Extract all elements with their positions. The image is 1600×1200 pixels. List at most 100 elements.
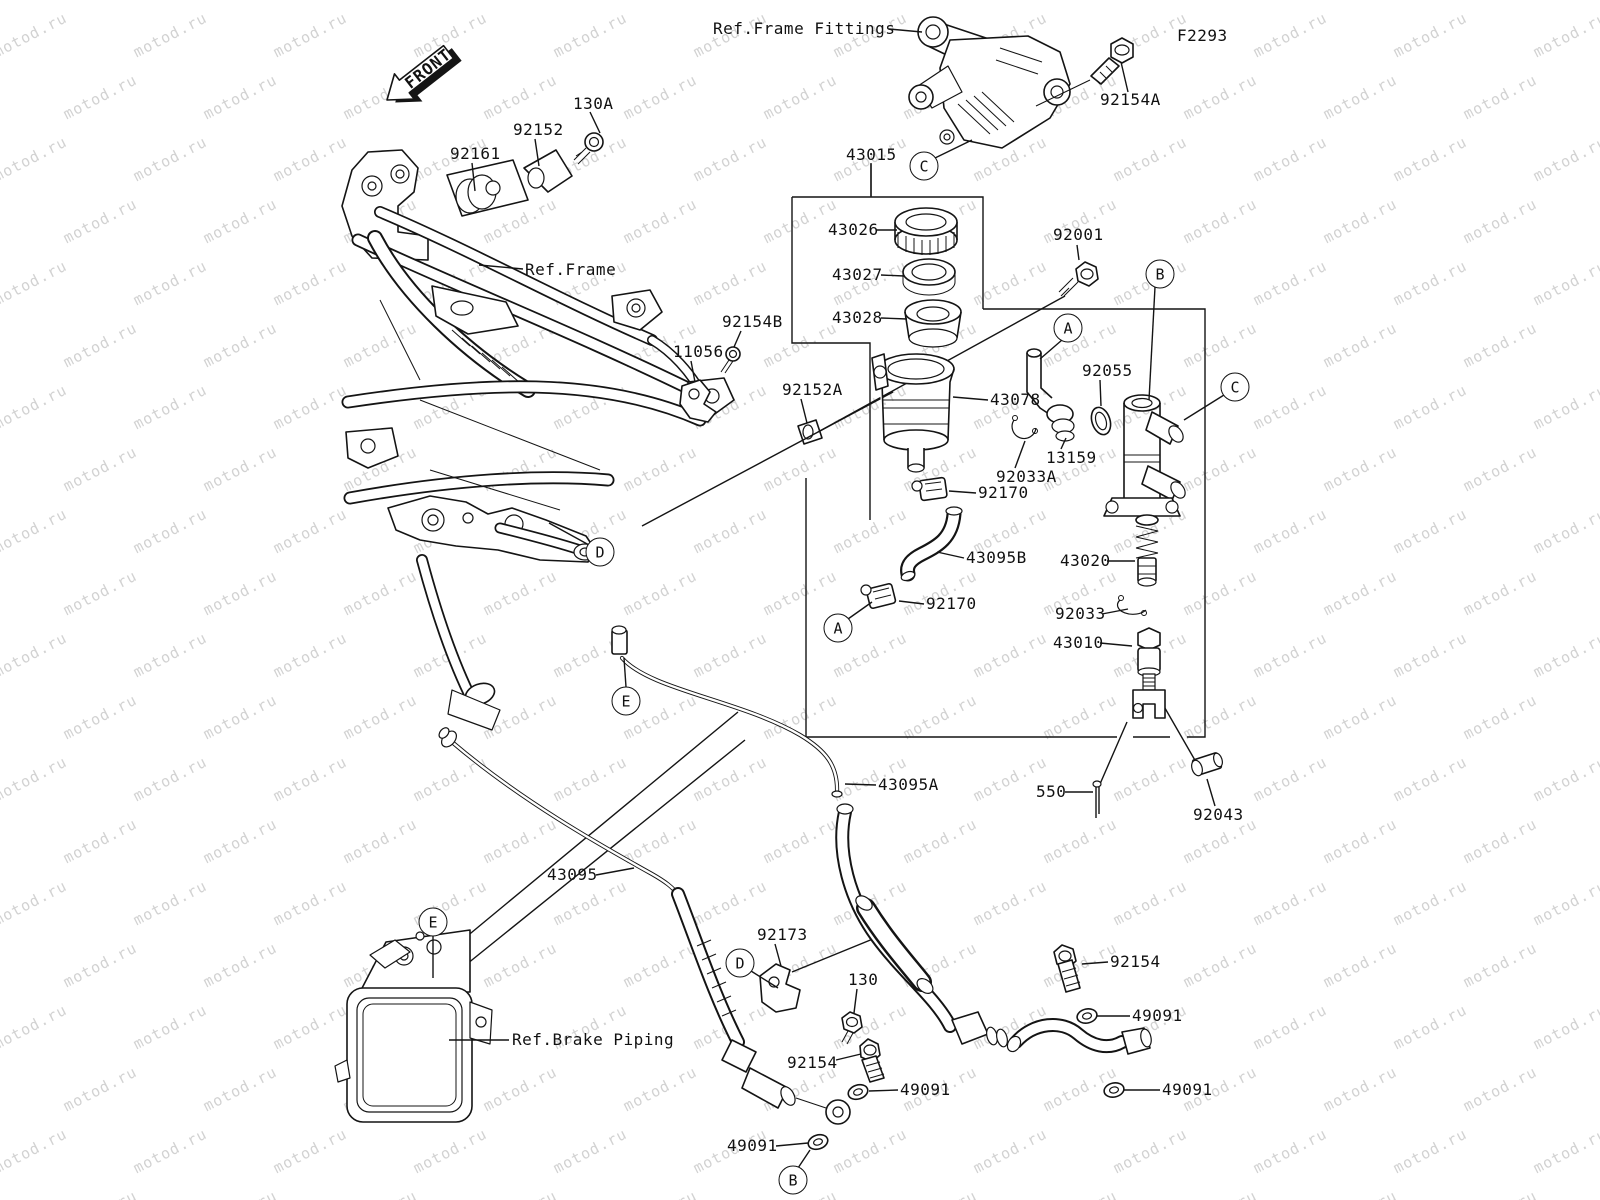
leader-line [936, 551, 965, 559]
spring-assembly-43020 [1135, 514, 1159, 587]
leader-line [835, 1053, 862, 1061]
leader-line [898, 600, 925, 605]
part-label-92161: 92161 [450, 144, 501, 164]
leader-line [589, 111, 601, 134]
leader-line [1014, 440, 1026, 469]
part-label-92033a: 92033A [996, 467, 1057, 487]
part-label-130: 130 [848, 970, 879, 990]
part-label-92154: 92154 [1110, 952, 1161, 972]
brake-pipe-43095 [438, 727, 681, 897]
hose-43095b [900, 506, 963, 582]
part-label-49091: 49091 [1132, 1006, 1183, 1026]
leader-line [1081, 961, 1109, 965]
leader-line [853, 988, 858, 1014]
leader-line [1099, 379, 1102, 407]
callout-e: E [418, 907, 448, 937]
leader-line [595, 867, 635, 876]
leader-line [797, 1149, 811, 1169]
leader-line [1120, 61, 1129, 93]
callout-c: C [1220, 372, 1250, 402]
callout-d: D [585, 537, 615, 567]
part-label-43015: 43015 [846, 145, 897, 165]
frame-drawing [341, 149, 735, 731]
damper-92161 [446, 159, 529, 217]
part-label-130a: 130A [573, 94, 614, 114]
leader-line [623, 657, 627, 688]
part-label-92154b: 92154B [722, 312, 783, 332]
leader-line [1183, 394, 1225, 421]
leader-line [774, 943, 782, 967]
part-label-92173: 92173 [757, 925, 808, 945]
hose-right [1006, 1018, 1152, 1055]
banjo-bolt-92154-right [1053, 944, 1081, 993]
brake-pipe-43095a [611, 625, 843, 798]
ref-label-ref-frame: Ref.Frame [525, 260, 617, 280]
leader-line [1101, 608, 1129, 615]
part-label-43010: 43010 [1053, 633, 1104, 653]
leader-line [844, 783, 877, 786]
leader-line [690, 360, 696, 383]
part-label-550: 550 [1036, 782, 1067, 802]
clevis-pin-92043 [1191, 752, 1223, 777]
part-label-11056: 11056 [673, 342, 724, 362]
leader-line [868, 1089, 899, 1092]
group-lines [447, 163, 1206, 973]
leader-line [880, 274, 905, 277]
circlip-92033a [1011, 415, 1038, 440]
banjo-bolt-92154-left [859, 1038, 885, 1083]
cotter-pin-550 [1092, 780, 1102, 818]
washer-49091-left-lower [807, 1133, 829, 1151]
abs-unit [334, 929, 493, 1123]
bolt-130a [573, 132, 604, 165]
part-label-92154: 92154 [787, 1053, 838, 1073]
part-label-92170: 92170 [926, 594, 977, 614]
part-label-92043: 92043 [1193, 805, 1244, 825]
circlip-92033 [1116, 595, 1147, 616]
leader-line [1039, 339, 1063, 360]
part-label-13159: 13159 [1046, 448, 1097, 468]
ref-label-ref-frame-fittings: Ref.Frame Fittings [713, 19, 896, 39]
reservoir-cap [894, 207, 958, 255]
callout-c: C [909, 151, 939, 181]
callout-b: B [778, 1165, 808, 1195]
part-label-92152: 92152 [513, 120, 564, 140]
leader-line [847, 601, 873, 620]
part-label-43026: 43026 [828, 220, 879, 240]
leader-line [1206, 778, 1216, 807]
leader-line [1148, 286, 1156, 401]
oring-92055 [1090, 406, 1112, 436]
callout-b: B [1145, 259, 1175, 289]
part-label-92055: 92055 [1082, 361, 1133, 381]
part-label-43078: 43078 [990, 390, 1041, 410]
part-label-92001: 92001 [1053, 225, 1104, 245]
hose-left [671, 887, 851, 1125]
reservoir-diaphragm [904, 299, 962, 348]
reservoir-diaphragm-plate [902, 258, 956, 296]
callout-a: A [1053, 313, 1083, 343]
ref-label-ref-brake-piping: Ref.Brake Piping [512, 1030, 675, 1050]
callout-e: E [611, 686, 641, 716]
leader-line [1099, 642, 1133, 647]
part-label-43020: 43020 [1060, 551, 1111, 571]
part-label-49091: 49091 [900, 1080, 951, 1100]
leader-line [471, 162, 476, 192]
bolt-92154a [1035, 37, 1134, 107]
leader-line [534, 138, 540, 167]
bolt-130 [841, 1011, 863, 1045]
clamp-lower-92170 [860, 582, 897, 610]
leader-line [775, 1142, 809, 1147]
part-label-92170: 92170 [978, 483, 1029, 503]
banjo-elbow [1026, 348, 1075, 442]
leader-line [934, 139, 973, 159]
pushrod-clevis-43010 [1132, 627, 1166, 719]
part-label-92154a: 92154A [1100, 90, 1161, 110]
reservoir [871, 353, 955, 473]
frame-fittings-bracket [908, 16, 1071, 149]
washer-49091-right-lower [1103, 1082, 1125, 1098]
clamp-upper-92170 [911, 476, 948, 502]
callout-a: A [823, 613, 853, 643]
part-label-43028: 43028 [832, 308, 883, 328]
collar-92152 [523, 149, 573, 193]
